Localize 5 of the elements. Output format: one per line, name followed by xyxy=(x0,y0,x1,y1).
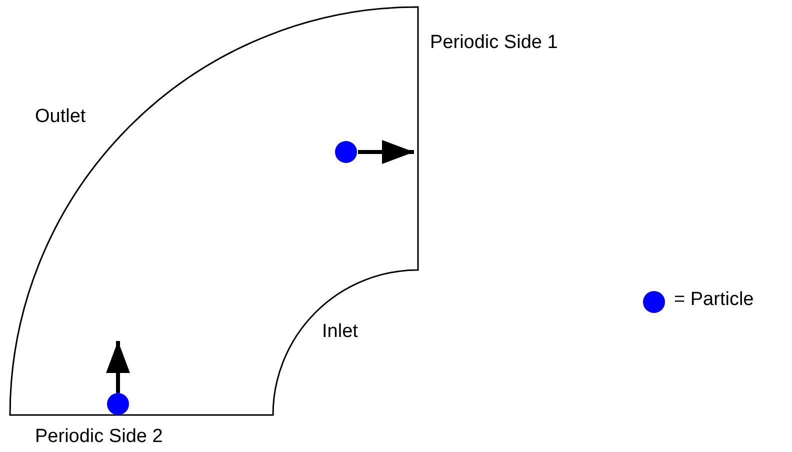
boundary-label: Periodic Side 1 xyxy=(430,32,558,54)
boundary-label: Periodic Side 2 xyxy=(35,426,163,448)
boundary-label: Inlet xyxy=(322,321,358,343)
boundary-label: Outlet xyxy=(35,106,86,128)
legend-label: = Particle xyxy=(674,289,754,311)
